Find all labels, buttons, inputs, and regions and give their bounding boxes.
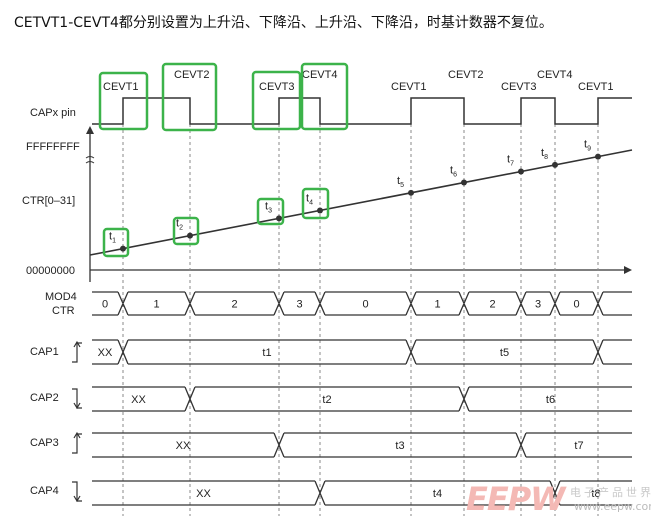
event-label-8: CEVT4 — [537, 69, 572, 81]
time-label-7: t7 — [507, 154, 514, 168]
label-ctr-top: FFFFFFFF — [26, 141, 80, 153]
capture-point-3 — [276, 215, 282, 222]
time-label-3: t3 — [265, 200, 272, 214]
label-cap4: CAP4 — [30, 485, 59, 497]
cap1-rising-edge-icon — [72, 340, 82, 363]
time-label-6: t6 — [450, 165, 457, 179]
event-guide-lines — [122, 100, 599, 516]
event-label-2: CEVT2 — [174, 69, 209, 81]
capture-point-5 — [408, 189, 414, 196]
mod4-value-4: 3 — [296, 299, 302, 311]
mod4-value-3: 2 — [231, 299, 237, 311]
cap1-value-3: t5 — [500, 347, 509, 359]
ctr-y-axis-arrow-icon — [86, 126, 94, 134]
time-label-9: t9 — [584, 139, 591, 153]
time-label-1: t1 — [109, 231, 116, 245]
event-label-4: CEVT4 — [302, 69, 337, 81]
cap2-falling-edge-icon — [72, 388, 82, 410]
cap1-value-2: t1 — [262, 347, 271, 359]
time-label-8: t8 — [541, 147, 548, 161]
time-label-5: t5 — [397, 175, 404, 189]
label-cap2: CAP2 — [30, 392, 59, 404]
capture-point-9 — [595, 153, 601, 160]
time-label-2: t2 — [176, 218, 183, 232]
cap2-value-2: t2 — [322, 394, 331, 406]
event-highlight-box-4 — [300, 62, 349, 131]
mod4-value-9: 0 — [573, 299, 579, 311]
event-label-6: CEVT2 — [448, 69, 483, 81]
cap4-value-3: t8 — [591, 488, 600, 500]
time-highlight-box-2 — [172, 216, 200, 246]
capture-point-8 — [552, 161, 558, 168]
label-mod4-ctr: CTR — [52, 305, 75, 317]
capture-point-4 — [317, 207, 323, 214]
counter-ramp: t1 t2 t3 t4 t5 t6 t7 t8 t9 — [89, 139, 633, 258]
cap3-rising-edge-icon — [72, 431, 82, 454]
cap1-value-1: XX — [98, 347, 113, 359]
counter-ramp-line — [89, 149, 633, 256]
time-label-4: t4 — [306, 192, 313, 206]
event-label-1: CEVT1 — [103, 81, 138, 93]
cap3-value-1: XX — [176, 440, 191, 452]
watermark-logo: EEPW 电子产品世界 www.eepw.com.cn — [462, 480, 651, 518]
cap2-value-3: t6 — [546, 394, 555, 406]
cap3-bus-outline — [92, 432, 632, 458]
event-highlight-box-2 — [161, 62, 218, 132]
mod4-value-5: 0 — [362, 299, 368, 311]
label-ctr-zero: 00000000 — [26, 265, 75, 277]
ctr-x-axis-arrow-icon — [624, 266, 632, 274]
capture-point-7 — [518, 168, 524, 175]
capture-point-2 — [187, 232, 193, 239]
mod4-value-8: 3 — [535, 299, 541, 311]
cap3-value-2: t3 — [395, 440, 404, 452]
mod4-counter-bus: 0 1 2 3 0 1 2 3 0 — [92, 291, 632, 316]
capture-point-1 — [120, 245, 126, 252]
mod4-bus-outline — [92, 291, 632, 316]
capx-waveform-line — [92, 97, 632, 125]
time-highlight-box-3 — [256, 197, 285, 226]
mod4-value-7: 2 — [489, 299, 495, 311]
event-label-9: CEVT1 — [578, 81, 613, 93]
label-capx-pin: CAPx pin — [30, 107, 76, 119]
event-label-3: CEVT3 — [259, 81, 294, 93]
mod4-value-6: 1 — [434, 299, 440, 311]
label-ctr: CTR[0–31] — [22, 195, 75, 207]
watermark-url: www.eepw.com.cn — [574, 500, 651, 513]
mod4-value-1: 0 — [102, 299, 108, 311]
time-highlight-box-4 — [301, 187, 330, 220]
cap4-value-1: XX — [196, 488, 211, 500]
watermark-cn-text: 电子产品世界 — [570, 486, 651, 499]
axis-break-icon — [85, 156, 95, 164]
cap2-bus-outline — [92, 386, 632, 412]
event-label-5: CEVT1 — [391, 81, 426, 93]
capx-pin-waveform — [92, 97, 632, 125]
mod4-value-2: 1 — [153, 299, 159, 311]
label-mod4: MOD4 — [45, 291, 77, 303]
cap4-bus-outline — [92, 480, 632, 506]
cap4-value-2: t4 — [433, 488, 442, 500]
event-highlight-box-1 — [98, 71, 149, 131]
event-label-7: CEVT3 — [501, 81, 536, 93]
page-heading: CETVT1-CEVT4都分别设置为上升沿、下降沿、上升沿、下降沿，时基计数器不… — [14, 15, 553, 31]
watermark-logo-text: EEPW — [466, 480, 565, 518]
time-highlight-box-1 — [102, 227, 130, 258]
cap2-value-1: XX — [131, 394, 146, 406]
label-cap3: CAP3 — [30, 437, 59, 449]
capture-point-6 — [461, 179, 467, 186]
event-labels: CEVT1CEVT2CEVT3CEVT4CEVT1CEVT2CEVT3CEVT4… — [98, 62, 613, 132]
cap3-value-3: t7 — [574, 440, 583, 452]
label-cap1: CAP1 — [30, 346, 59, 358]
cap1-bus-outline — [92, 339, 632, 365]
cap4-falling-edge-icon — [72, 481, 82, 503]
event-highlight-box-3 — [251, 70, 302, 131]
